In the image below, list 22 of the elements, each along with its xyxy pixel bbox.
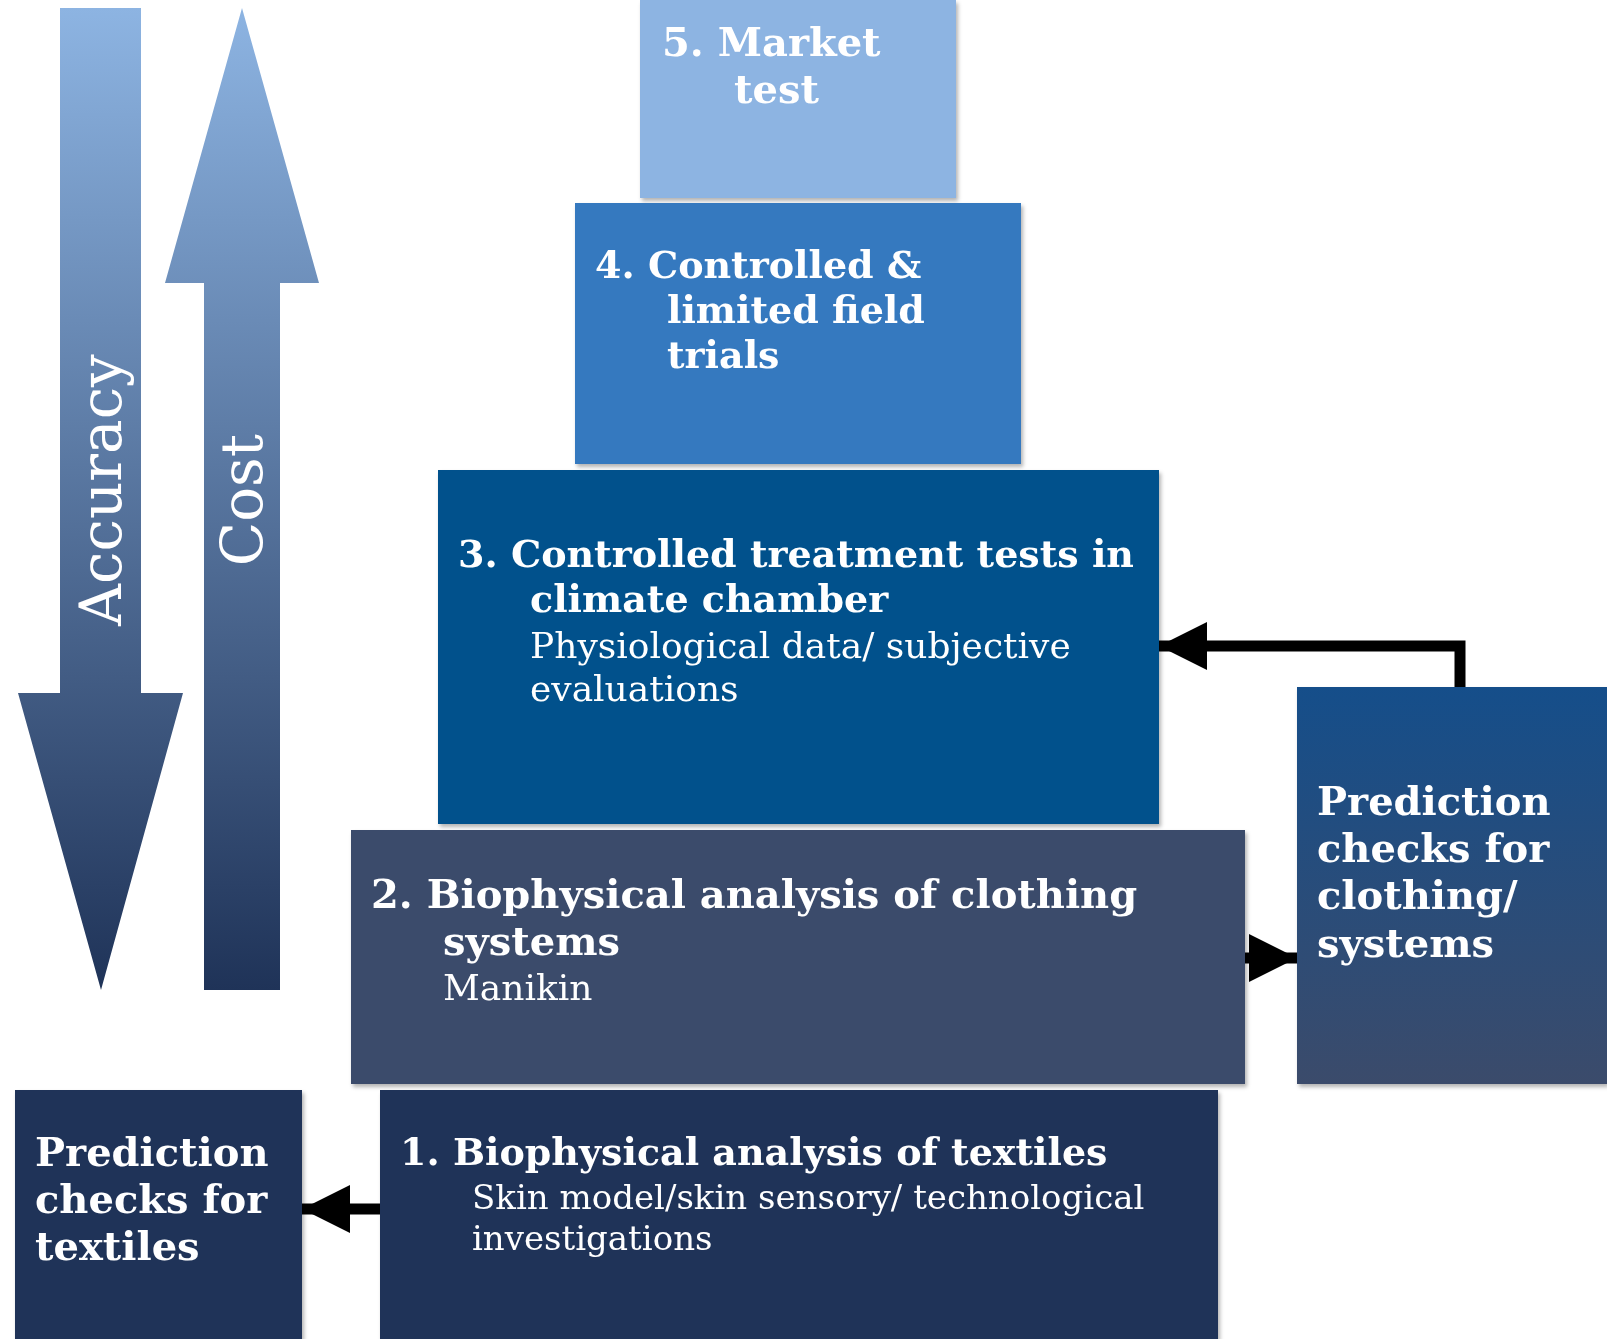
prediction-box	[1297, 687, 1607, 1084]
prediction-box	[15, 1090, 302, 1339]
arrow	[1245, 934, 1297, 982]
level-box	[438, 470, 1159, 824]
step-description: Skin model/skin sensory/ technological investigations	[471, 1177, 1146, 1259]
level-box	[640, 0, 956, 198]
level-box	[351, 830, 1245, 1084]
step-title: Prediction checks for textiles	[35, 1128, 270, 1270]
arrow	[302, 1185, 380, 1233]
step-title: 4. Controlled & limited field trials	[595, 243, 926, 378]
arrow	[1159, 622, 1466, 687]
step-title: Prediction checks for clothing/ systems	[1317, 777, 1552, 966]
step-description: Manikin	[442, 966, 594, 1010]
step-title: 3. Controlled treatment tests in climate chamber	[458, 532, 1135, 622]
step-title: 5. Market test	[662, 18, 882, 113]
step-title: 2. Biophysical analysis of clothing systems	[371, 870, 1139, 965]
step-title: 1. Biophysical analysis of textiles	[400, 1130, 1109, 1175]
level-box	[380, 1090, 1218, 1339]
axis-label: Accuracy	[66, 354, 135, 626]
axis-label: Cost	[208, 433, 277, 567]
level-box	[575, 203, 1021, 464]
step-description: Physiological data/ subjective evaluations	[529, 624, 1072, 711]
